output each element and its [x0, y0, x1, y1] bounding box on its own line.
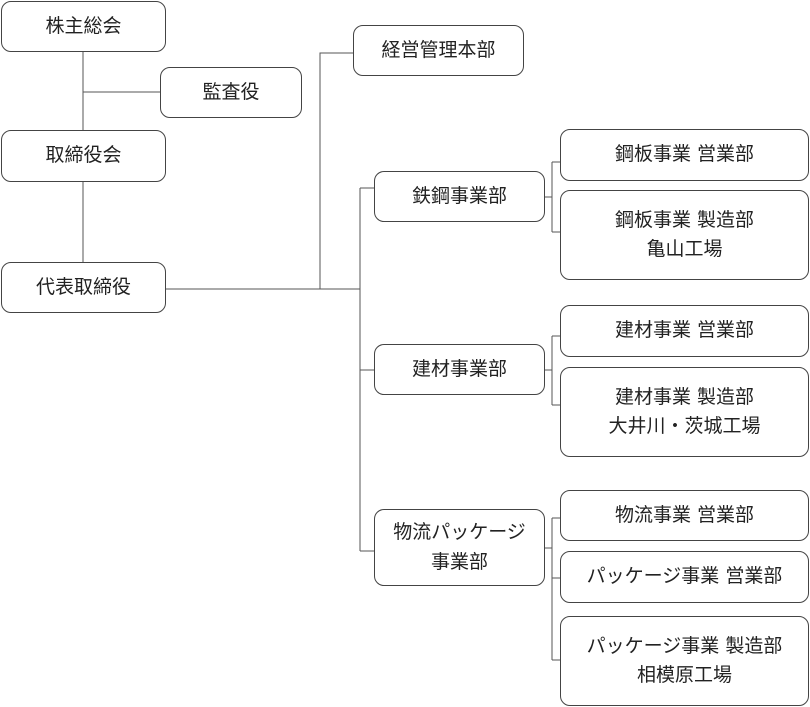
node-president: 代表取締役 [1, 262, 166, 313]
node-steel-manufacturing: 鋼板事業 製造部 亀山工場 [560, 190, 809, 280]
node-label: 経営管理本部 [381, 38, 496, 61]
node-label-line2: 相模原工場 [636, 664, 732, 686]
node-label: 物流事業 営業部 [614, 503, 755, 526]
node-label: 監査役 [202, 80, 260, 103]
node-board: 取締役会 [1, 130, 166, 182]
node-label-line1: 物流パッケージ [393, 521, 526, 544]
line-management [319, 52, 353, 289]
node-building-sales: 建材事業 営業部 [560, 305, 809, 357]
node-logistics-sales: 物流事業 営業部 [560, 490, 809, 541]
node-management: 経営管理本部 [353, 25, 524, 76]
node-label: 取締役会 [45, 144, 122, 167]
node-label: 代表取締役 [35, 275, 131, 298]
node-logistics-package-division: 物流パッケージ 事業部 [374, 509, 545, 586]
node-package-manufacturing: パッケージ事業 製造部 相模原工場 [560, 616, 809, 706]
node-building-division: 建材事業部 [374, 344, 545, 395]
node-label: 鉄鋼事業部 [411, 184, 507, 207]
node-label: 鋼板事業 営業部 [614, 143, 755, 166]
node-auditor: 監査役 [160, 67, 302, 118]
node-label: 建材事業部 [411, 357, 507, 380]
node-label-line1: 建材事業 製造部 [614, 385, 755, 408]
node-label: 建材事業 営業部 [614, 319, 755, 342]
node-steel-sales: 鋼板事業 営業部 [560, 129, 809, 181]
node-shareholders: 株主総会 [1, 1, 166, 52]
node-steel-division: 鉄鋼事業部 [374, 171, 545, 222]
node-label: 株主総会 [45, 14, 122, 37]
node-package-sales: パッケージ事業 営業部 [560, 551, 809, 603]
node-label: パッケージ事業 営業部 [586, 565, 783, 588]
node-label-line1: パッケージ事業 製造部 [586, 634, 783, 657]
node-building-manufacturing: 建材事業 製造部 大井川・茨城工場 [560, 367, 809, 457]
node-label-line2: 亀山工場 [646, 238, 723, 260]
node-label-line2: 大井川・茨城工場 [608, 415, 761, 437]
node-label-line1: 鋼板事業 製造部 [614, 208, 755, 231]
node-label-line2: 事業部 [430, 550, 488, 573]
